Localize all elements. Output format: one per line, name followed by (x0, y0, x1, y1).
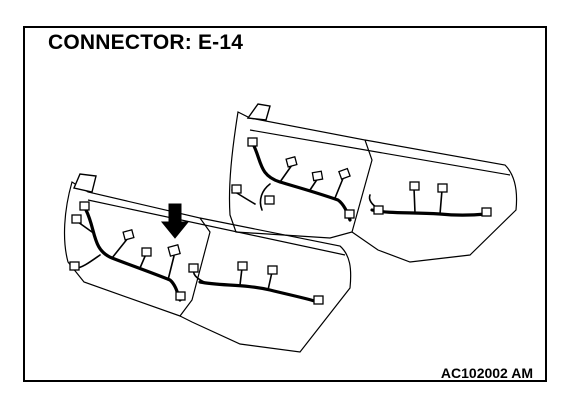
upper-connector-2 (311, 170, 324, 182)
down-arrow-icon (160, 203, 190, 239)
upper-mirror (246, 103, 271, 121)
lower-connector-5 (69, 261, 80, 271)
upper-connector-4 (344, 209, 355, 219)
upper-harness-branch-3 (334, 175, 345, 199)
upper-connector-11 (247, 137, 258, 147)
lower-door-pair (63, 173, 352, 353)
lower-mirror (73, 173, 97, 193)
upper-connector-8 (437, 183, 448, 193)
lower-door-beltline (87, 199, 346, 256)
lower-connector-11 (79, 201, 90, 211)
upper-rear-harness (370, 208, 488, 217)
lower-rear-door-outline (179, 217, 352, 353)
upper-harness-branch-6 (413, 187, 416, 214)
lower-front-door-outline (63, 181, 211, 317)
upper-door-pair (228, 103, 518, 263)
lower-front-harness (84, 208, 182, 302)
lower-rear-harness (198, 280, 320, 304)
upper-front-harness (250, 140, 352, 222)
lower-harness-branch-7 (267, 271, 273, 291)
upper-door-beltline (249, 129, 511, 176)
figure-code: AC102002 AM (440, 365, 533, 381)
upper-connector-1 (285, 156, 298, 168)
upper-connector-3 (338, 167, 351, 180)
lower-connector-9 (313, 295, 324, 305)
lower-harness-branch-3 (167, 255, 175, 281)
lower-connector-4 (175, 291, 186, 301)
lower-connector-1 (122, 229, 135, 241)
lower-harness-branch-6 (239, 267, 243, 286)
lower-connector-7 (237, 261, 248, 271)
lower-connector-e14 (167, 244, 181, 257)
lower-connector-8 (267, 265, 278, 275)
upper-harness-branch-7 (439, 189, 443, 215)
upper-connector-9 (481, 207, 492, 217)
upper-connector-6 (231, 184, 242, 194)
diagram-frame (23, 26, 547, 382)
upper-connector-5 (264, 195, 275, 205)
upper-harness-branch-4 (259, 183, 271, 211)
upper-connector-7 (409, 181, 420, 191)
lower-connector-2 (141, 247, 152, 257)
lower-connector-6 (71, 214, 82, 224)
upper-connector-10 (373, 205, 384, 215)
lower-harness-branch-1 (111, 237, 129, 259)
upper-rear-door-outline (351, 139, 518, 263)
lower-connector-10 (188, 263, 199, 273)
upper-harness-branch-1 (279, 164, 293, 183)
upper-front-door-outline (228, 111, 373, 239)
diagram-title: CONNECTOR: E-14 (48, 31, 244, 54)
lower-harness-branch-5 (77, 221, 93, 233)
